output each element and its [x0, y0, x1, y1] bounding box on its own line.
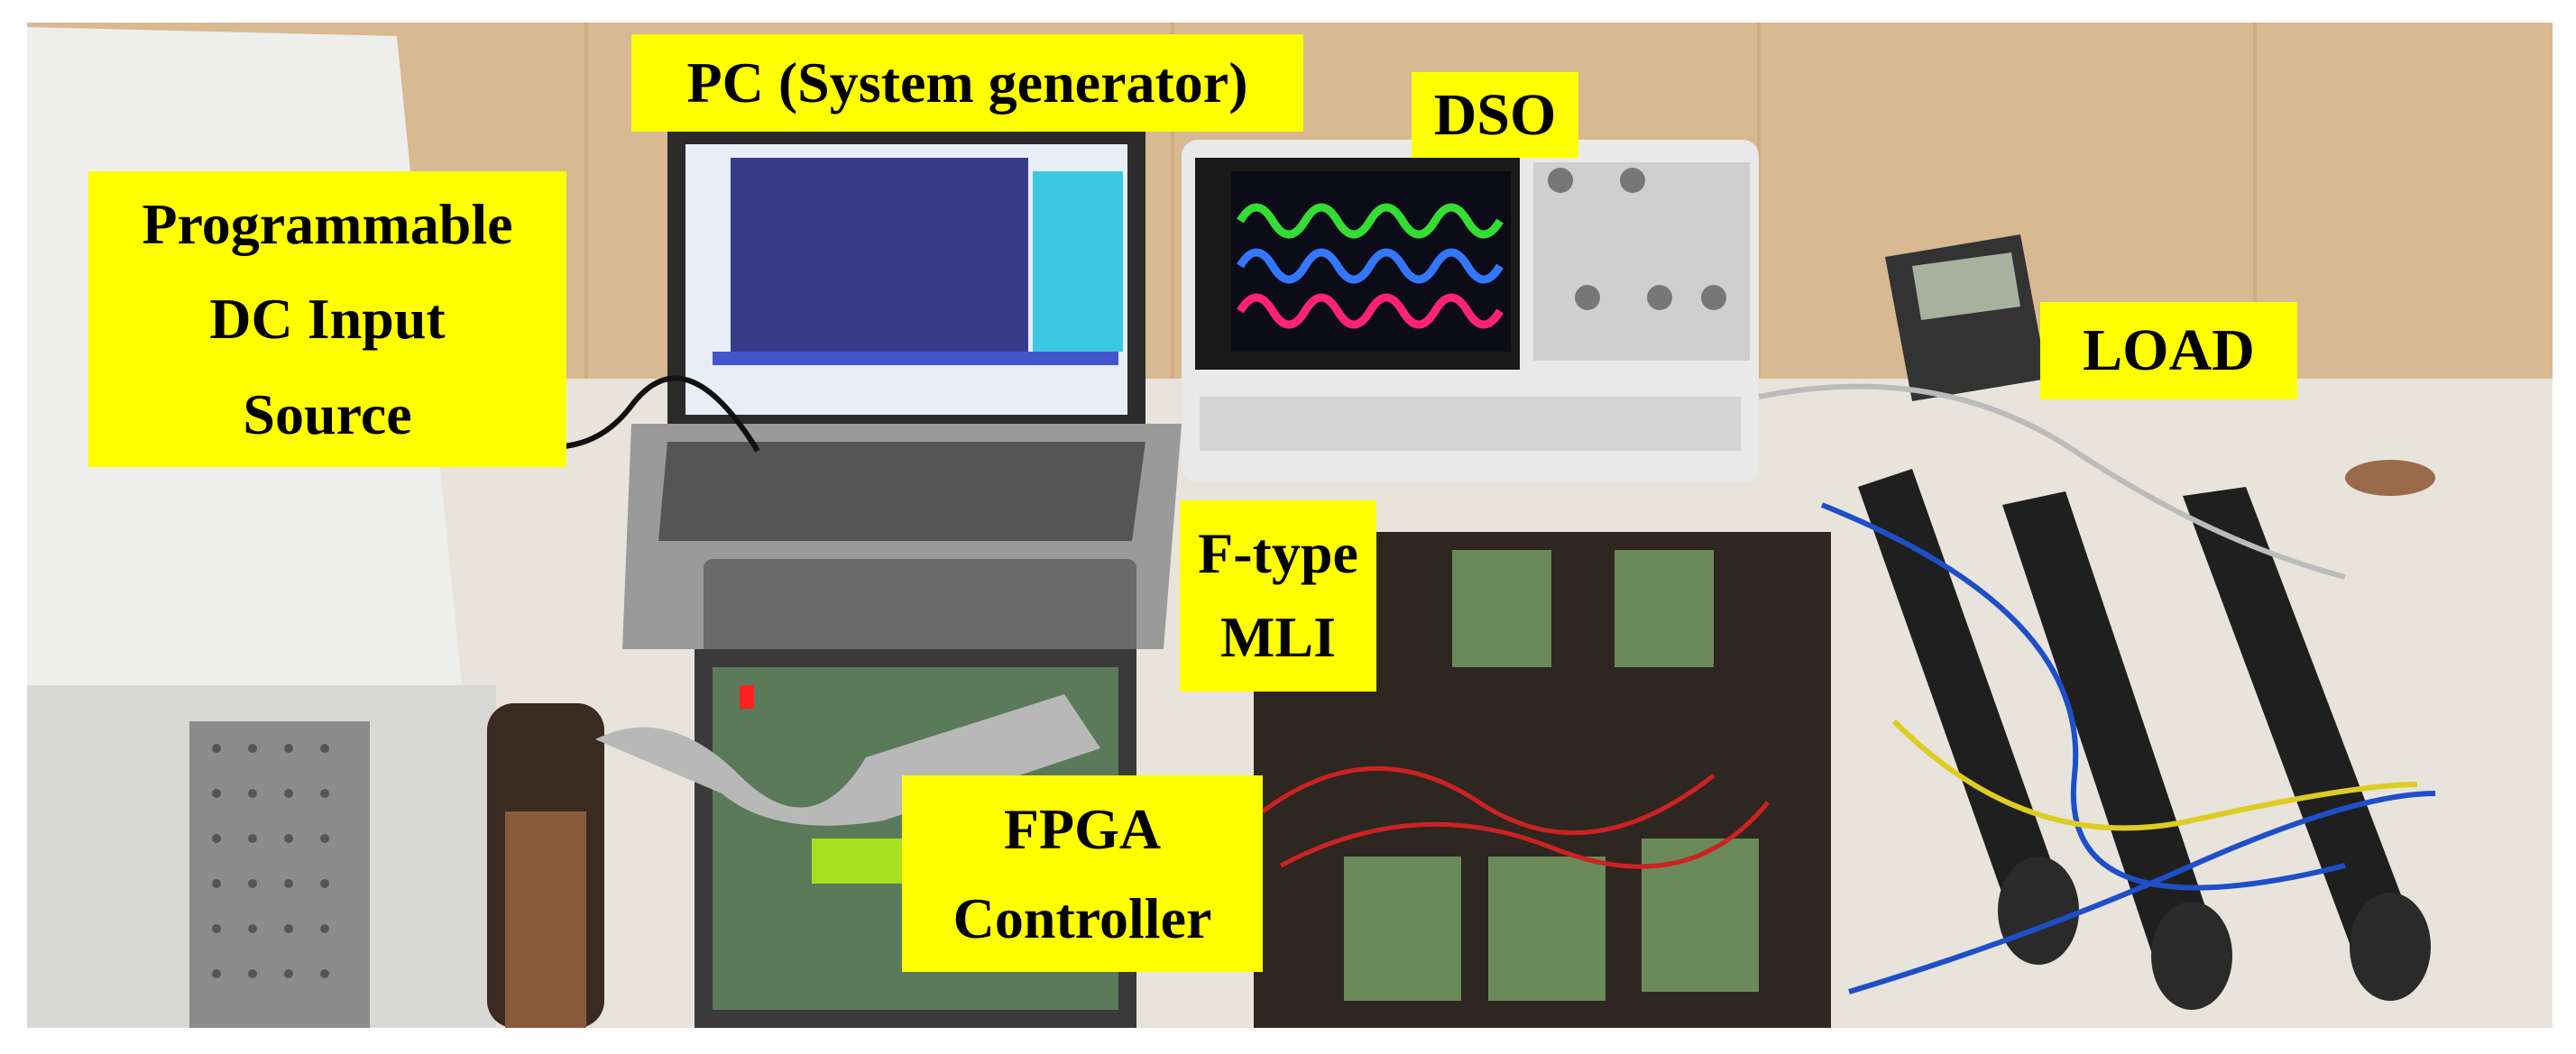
label-mli-line-2: MLI — [1220, 605, 1336, 669]
label-fpga: FPGA Controller — [902, 775, 1263, 972]
label-dc-source: Programmable DC Input Source — [88, 171, 566, 467]
label-dso-text: DSO — [1433, 81, 1557, 148]
label-mli-line-1: F-type — [1198, 521, 1358, 586]
label-fpga-line-2: Controller — [952, 886, 1212, 950]
label-dc-source-line-3: Source — [243, 381, 412, 446]
label-load-text: LOAD — [2083, 317, 2255, 384]
oscilloscope — [1182, 140, 1759, 482]
label-load: LOAD — [2040, 302, 2297, 399]
label-dc-source-line-1: Programmable — [142, 191, 513, 256]
label-dso: DSO — [1412, 72, 1578, 158]
label-mli: F-type MLI — [1180, 500, 1376, 692]
label-dc-source-line-2: DC Input — [209, 287, 446, 352]
multimeter — [1885, 234, 2047, 401]
label-pc: PC (System generator) — [631, 34, 1303, 132]
table-hole — [2345, 460, 2435, 496]
label-pc-text: PC (System generator) — [686, 50, 1248, 115]
label-fpga-line-1: FPGA — [1003, 796, 1162, 861]
